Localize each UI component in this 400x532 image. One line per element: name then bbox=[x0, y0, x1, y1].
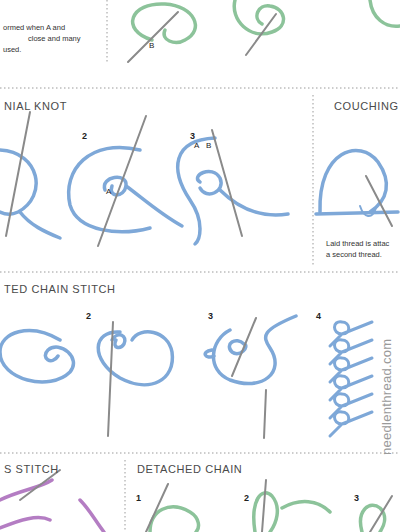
section-heading: COUCHING bbox=[334, 100, 399, 112]
note-text: close and many bbox=[28, 35, 81, 43]
step-number: 3 bbox=[190, 132, 195, 142]
step-number: 4 bbox=[316, 312, 321, 322]
step-number: 1 bbox=[136, 494, 141, 504]
point-letter: A bbox=[106, 188, 111, 197]
section-heading: DETACHED CHAIN bbox=[137, 463, 242, 475]
step-number: 2 bbox=[244, 494, 249, 504]
point-letter: B bbox=[206, 142, 211, 151]
note-text: a second thread. bbox=[326, 251, 382, 259]
point-letter: B bbox=[149, 42, 154, 51]
section-heading: NIAL KNOT bbox=[4, 100, 67, 112]
watermark: needlenthread.com bbox=[380, 339, 394, 455]
section-heading: S STITCH bbox=[4, 463, 59, 475]
point-letter: A bbox=[194, 142, 199, 151]
section-heading: TED CHAIN STITCH bbox=[4, 283, 116, 295]
note-text: ormed when A and bbox=[3, 24, 65, 32]
step-number: 2 bbox=[86, 312, 91, 322]
step-number: 3 bbox=[354, 494, 359, 504]
note-text: used. bbox=[3, 46, 21, 54]
step-number: 3 bbox=[208, 312, 213, 322]
step-number: 2 bbox=[82, 132, 87, 142]
note-text: Laid thread is attac bbox=[326, 240, 389, 248]
